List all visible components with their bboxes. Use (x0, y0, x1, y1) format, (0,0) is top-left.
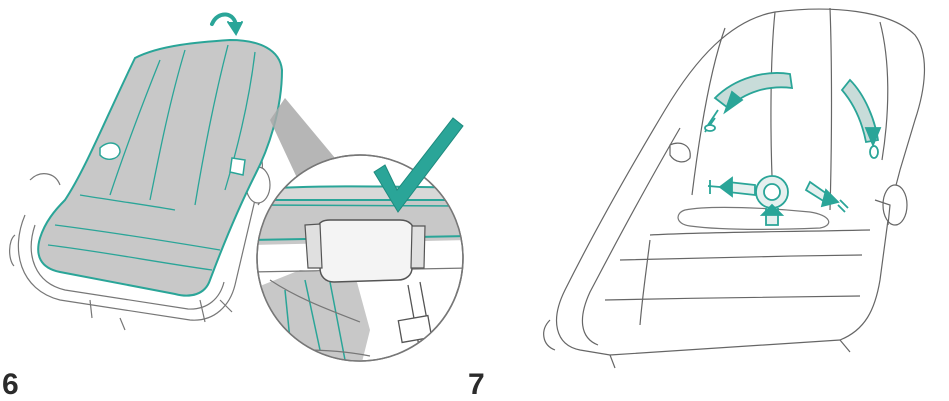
step-6-panel: 6 (0, 0, 470, 386)
zoom-detail-circle (250, 155, 470, 380)
harness-waist-strap-left (708, 178, 755, 196)
harness-shoulder-strap-right (842, 80, 880, 158)
step-number: 7 (468, 370, 485, 400)
step-7-panel: 7 (470, 0, 949, 386)
step-number: 6 (2, 370, 19, 400)
seat-liner (38, 40, 282, 296)
harness-shoulder-strap-left (705, 73, 792, 132)
harness-waist-strap-right (806, 182, 848, 212)
step-7-illustration (470, 0, 949, 386)
seat-cushion (678, 207, 829, 229)
harness-buckle (756, 176, 788, 225)
rotate-arrow-icon (212, 14, 242, 34)
step-6-illustration (0, 0, 470, 386)
